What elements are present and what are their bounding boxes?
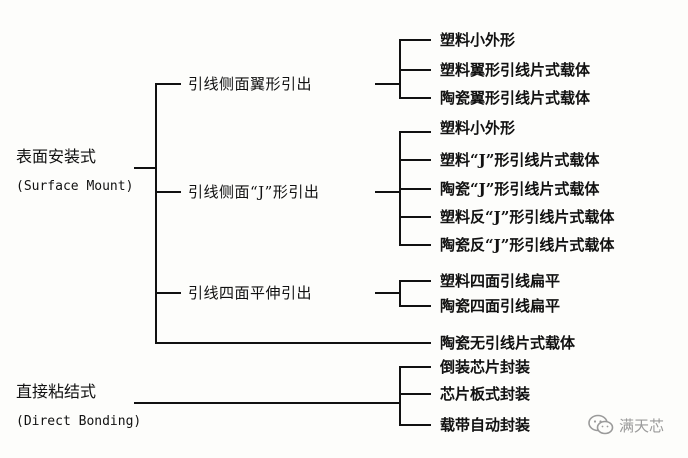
surface-mount-label-en: (Surface Mount) — [16, 179, 134, 194]
wechat-icon — [588, 414, 614, 436]
leaf-item: 芯片板式封装 — [440, 385, 531, 403]
branch-flat-lead-label: 引线四面平伸引出 — [188, 284, 313, 302]
leaf-item: 陶瓷无引线片式载体 — [440, 334, 576, 352]
leaf-item: 塑料小外形 — [440, 31, 516, 49]
leaf-item: 载带自动封装 — [440, 416, 531, 434]
leaf-item: 陶瓷翼形引线片式载体 — [440, 89, 591, 107]
leaf-item: 塑料“J”形引线片式载体 — [440, 151, 600, 169]
leaf-item: 塑料小外形 — [440, 119, 516, 137]
leaf-item: 陶瓷“J”形引线片式载体 — [440, 180, 600, 198]
surface-mount-label: 表面安装式 — [16, 147, 97, 166]
direct-bonding-label: 直接粘结式 — [16, 382, 97, 401]
leaf-item: 陶瓷反“J”形引线片式载体 — [440, 236, 615, 254]
branch-j-lead-label: 引线侧面“J”形引出 — [188, 183, 320, 201]
direct-bonding-label-en: (Direct Bonding) — [16, 414, 142, 429]
leaf-item: 塑料四面引线扁平 — [440, 272, 561, 290]
branch-gullwing-label: 引线侧面翼形引出 — [188, 75, 313, 93]
leaf-item: 塑料反“J”形引线片式载体 — [440, 208, 615, 226]
watermark-text: 满天芯 — [619, 416, 665, 435]
leaf-item: 陶瓷四面引线扁平 — [440, 297, 561, 315]
leaf-item: 塑料翼形引线片式载体 — [440, 61, 591, 79]
leaf-item: 倒装芯片封装 — [440, 358, 531, 376]
watermark: 满天芯 — [588, 414, 664, 436]
